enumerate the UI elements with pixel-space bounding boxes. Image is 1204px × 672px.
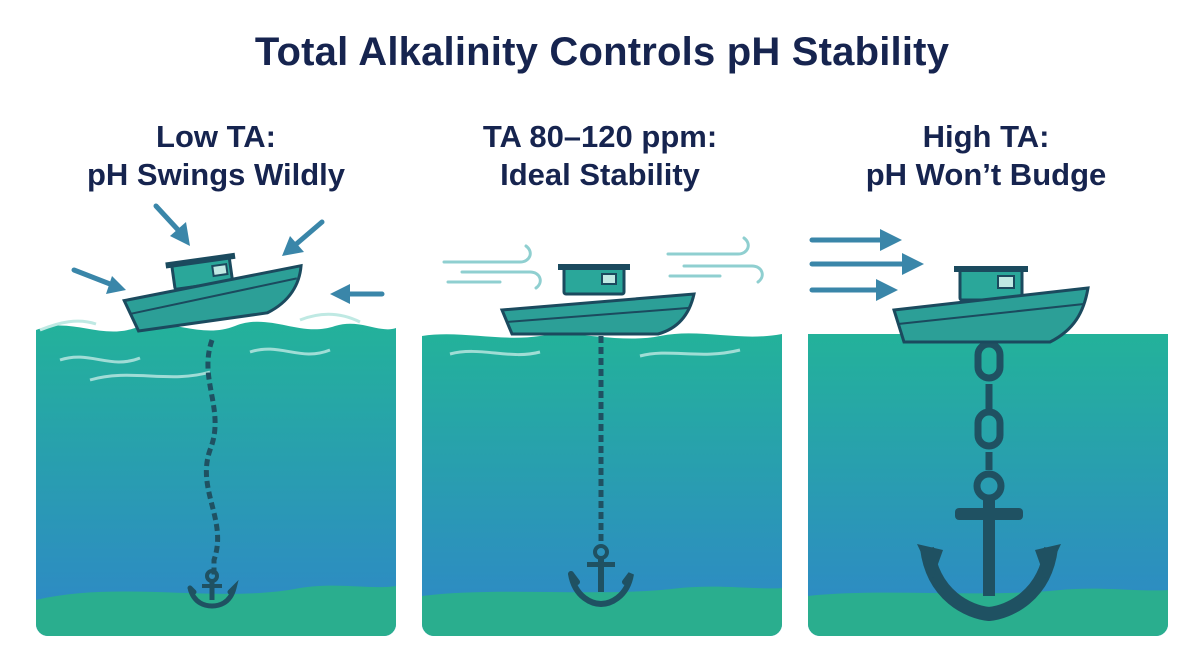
panel-ideal-ta [422,236,782,636]
heading-line-2: pH Won’t Budge [865,157,1107,192]
water-ideal-ta [422,333,782,636]
anchor-icon [917,470,1061,622]
boat-icon [892,266,1090,344]
seabed [36,585,396,636]
arrow-icon [809,229,902,251]
arrow-icon [809,253,924,275]
boat-icon [499,264,696,336]
panel-low-ta [36,203,396,636]
heading-line-2: Ideal Stability [500,157,700,192]
boat-icon [122,252,303,333]
water-low-ta [36,321,396,636]
arrow-icon [71,267,126,294]
anchor-icon [187,569,239,609]
panel-heading-high-ta: High TA: pH Won’t Budge [806,118,1166,194]
arrow-icon [809,279,898,301]
arrow-icon [330,284,385,304]
heading-line-1: High TA: [922,119,1050,154]
panel-heading-low-ta: Low TA: pH Swings Wildly [36,118,396,194]
panel-heading-ideal-ta: TA 80–120 ppm: Ideal Stability [420,118,780,194]
panel-high-ta [808,229,1168,636]
wind-icon [666,236,764,284]
anchor-icon [568,544,634,608]
heading-line-2: pH Swings Wildly [86,157,346,192]
heading-line-1: Low TA: [156,119,276,154]
arrow-icon [282,219,325,256]
chain-icon [203,339,221,578]
page-title: Total Alkalinity Controls pH Stability [254,30,950,74]
heading-line-1: TA 80–120 ppm: [482,119,718,154]
arrow-icon [153,203,190,246]
wind-icon [442,244,542,290]
chain-icon [974,340,1004,470]
seabed [422,586,782,636]
